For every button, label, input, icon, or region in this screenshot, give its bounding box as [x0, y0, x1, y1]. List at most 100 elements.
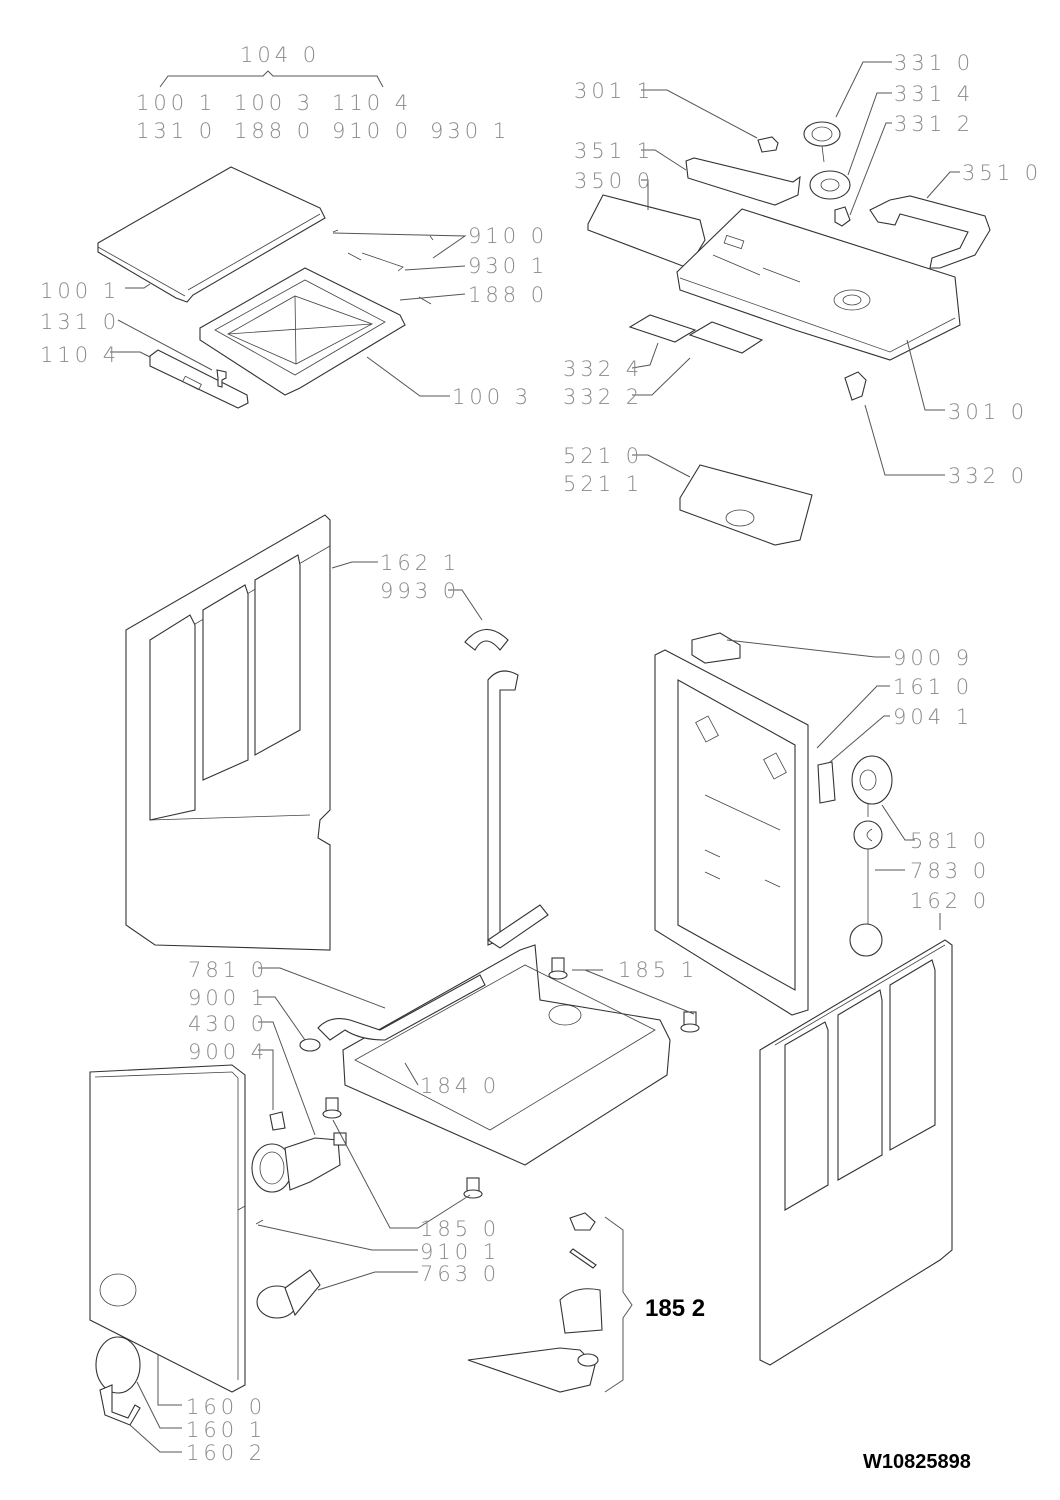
- label-904-1: 904 1: [893, 705, 973, 729]
- knob-part: [803, 121, 841, 163]
- control-frame-part: [869, 195, 991, 269]
- c-mark-icon: [866, 828, 873, 842]
- label-104-0: 104 0: [240, 43, 320, 67]
- knob-ring-part: [809, 170, 851, 200]
- button-board-part: [685, 157, 801, 206]
- label-301-0: 301 0: [948, 400, 1028, 424]
- label-131-0-group: 131 0: [136, 119, 216, 143]
- label-185-1: 185 1: [618, 958, 698, 982]
- leader-184-0: [404, 1062, 419, 1086]
- button-strip-large-part: [688, 321, 764, 354]
- pump-screws: [237, 1205, 264, 1225]
- label-188-0: 188 0: [468, 283, 548, 307]
- label-900-4: 900 4: [188, 1040, 268, 1064]
- label-910-1: 910 1: [420, 1240, 500, 1264]
- leader-900-4: [258, 1049, 274, 1110]
- leader-351-0: [926, 171, 960, 199]
- control-board-part: [679, 464, 813, 546]
- label-184-0: 184 0: [420, 1074, 500, 1098]
- leader-350-0: [641, 179, 649, 210]
- leader-993-0: [448, 589, 483, 621]
- label-910-0: 910 0: [468, 224, 548, 248]
- hose-clamp-top-part: [691, 632, 741, 664]
- drain-pump-part: [251, 1132, 347, 1193]
- label-161-0: 161 0: [893, 675, 973, 699]
- filter-clip-part: [817, 761, 836, 804]
- leader-910-0: [332, 232, 467, 259]
- label-332-0: 332 0: [948, 464, 1028, 488]
- label-100-1: 100 1: [40, 279, 120, 303]
- lid-frame-part: [199, 267, 406, 396]
- label-110-4: 110 4: [40, 343, 120, 367]
- small-connector-part: [757, 136, 779, 153]
- label-350-0: 350 0: [574, 169, 654, 193]
- label-100-3: 100 3: [452, 385, 532, 409]
- leader-188-0: [399, 293, 466, 301]
- leader-110-4: [110, 351, 151, 358]
- label-900-1: 900 1: [188, 986, 268, 1010]
- door-hinge-part: [99, 1384, 141, 1426]
- drain-hose-part: [317, 974, 486, 1041]
- label-131-0: 131 0: [40, 310, 120, 334]
- group-bracket: [159, 70, 384, 88]
- label-185-2: 185 2: [645, 1295, 705, 1322]
- leader-162-1: [331, 561, 378, 569]
- drain-filter-part: [256, 1269, 321, 1319]
- leader-131-0: [117, 319, 213, 371]
- label-521-0: 521 0: [563, 444, 643, 468]
- left-side-panel-part: [125, 514, 331, 951]
- leader-351-1: [641, 149, 687, 171]
- leader-900-1: [258, 996, 306, 1041]
- hose-clamp-part: [299, 1038, 321, 1052]
- leader-160-1: [136, 1381, 182, 1429]
- control-board-socket: [725, 509, 755, 527]
- button-strip-small-part: [628, 314, 697, 343]
- pump-clip-part: [269, 1111, 286, 1131]
- knob-shaft-part: [834, 206, 851, 227]
- leader-904-1: [829, 715, 890, 763]
- kit-bracket: [604, 1216, 633, 1393]
- lid-part: [97, 166, 326, 303]
- leader-763-0: [317, 1271, 418, 1291]
- leader-100-3: [366, 356, 450, 397]
- document-code: W10825898: [863, 1451, 971, 1473]
- label-185-0: 185 0: [420, 1217, 500, 1241]
- label-351-0: 351 0: [962, 161, 1042, 185]
- label-521-1: 521 1: [563, 472, 643, 496]
- leader-581-0: [881, 804, 915, 841]
- label-160-1: 160 1: [186, 1418, 266, 1442]
- leader-331-4: [847, 92, 892, 176]
- label-930-1-group: 930 1: [430, 119, 510, 143]
- leader-161-0: [816, 685, 890, 749]
- label-332-4: 332 4: [563, 357, 643, 381]
- leader-100-1: [125, 283, 151, 289]
- leader-930-1: [404, 265, 466, 271]
- filter-door-part: [95, 1336, 141, 1394]
- pressure-switch-part: [849, 755, 893, 957]
- label-910-0-group: 910 0: [332, 119, 412, 143]
- label-331-2: 331 2: [894, 112, 974, 136]
- top-assembly-group: 104 0 100 1 100 3 110 4 131 0 188 0 910 …: [136, 43, 510, 143]
- label-332-2: 332 2: [563, 385, 643, 409]
- label-930-1: 930 1: [468, 254, 548, 278]
- front-trim-part: [149, 349, 249, 409]
- label-160-2: 160 2: [186, 1441, 266, 1465]
- hose-elbow-part: [464, 628, 509, 651]
- rear-panel-part: [654, 649, 809, 1016]
- display-board-part: [587, 194, 706, 269]
- label-351-1: 351 1: [574, 139, 654, 163]
- front-panel-part: [89, 1064, 246, 1393]
- leader-332-2: [632, 357, 691, 396]
- leader-521-0: [632, 454, 691, 478]
- leader-781-0: [258, 967, 386, 1009]
- leader-301-0: [906, 339, 945, 411]
- label-331-4: 331 4: [894, 82, 974, 106]
- label-783-0: 783 0: [910, 859, 990, 883]
- leader-160-2: [129, 1424, 182, 1453]
- label-162-0: 162 0: [910, 889, 990, 913]
- label-160-0: 160 0: [186, 1395, 266, 1419]
- right-side-panel-part: [759, 939, 953, 1366]
- leader-160-0: [157, 1355, 182, 1406]
- label-430-0: 430 0: [188, 1012, 268, 1036]
